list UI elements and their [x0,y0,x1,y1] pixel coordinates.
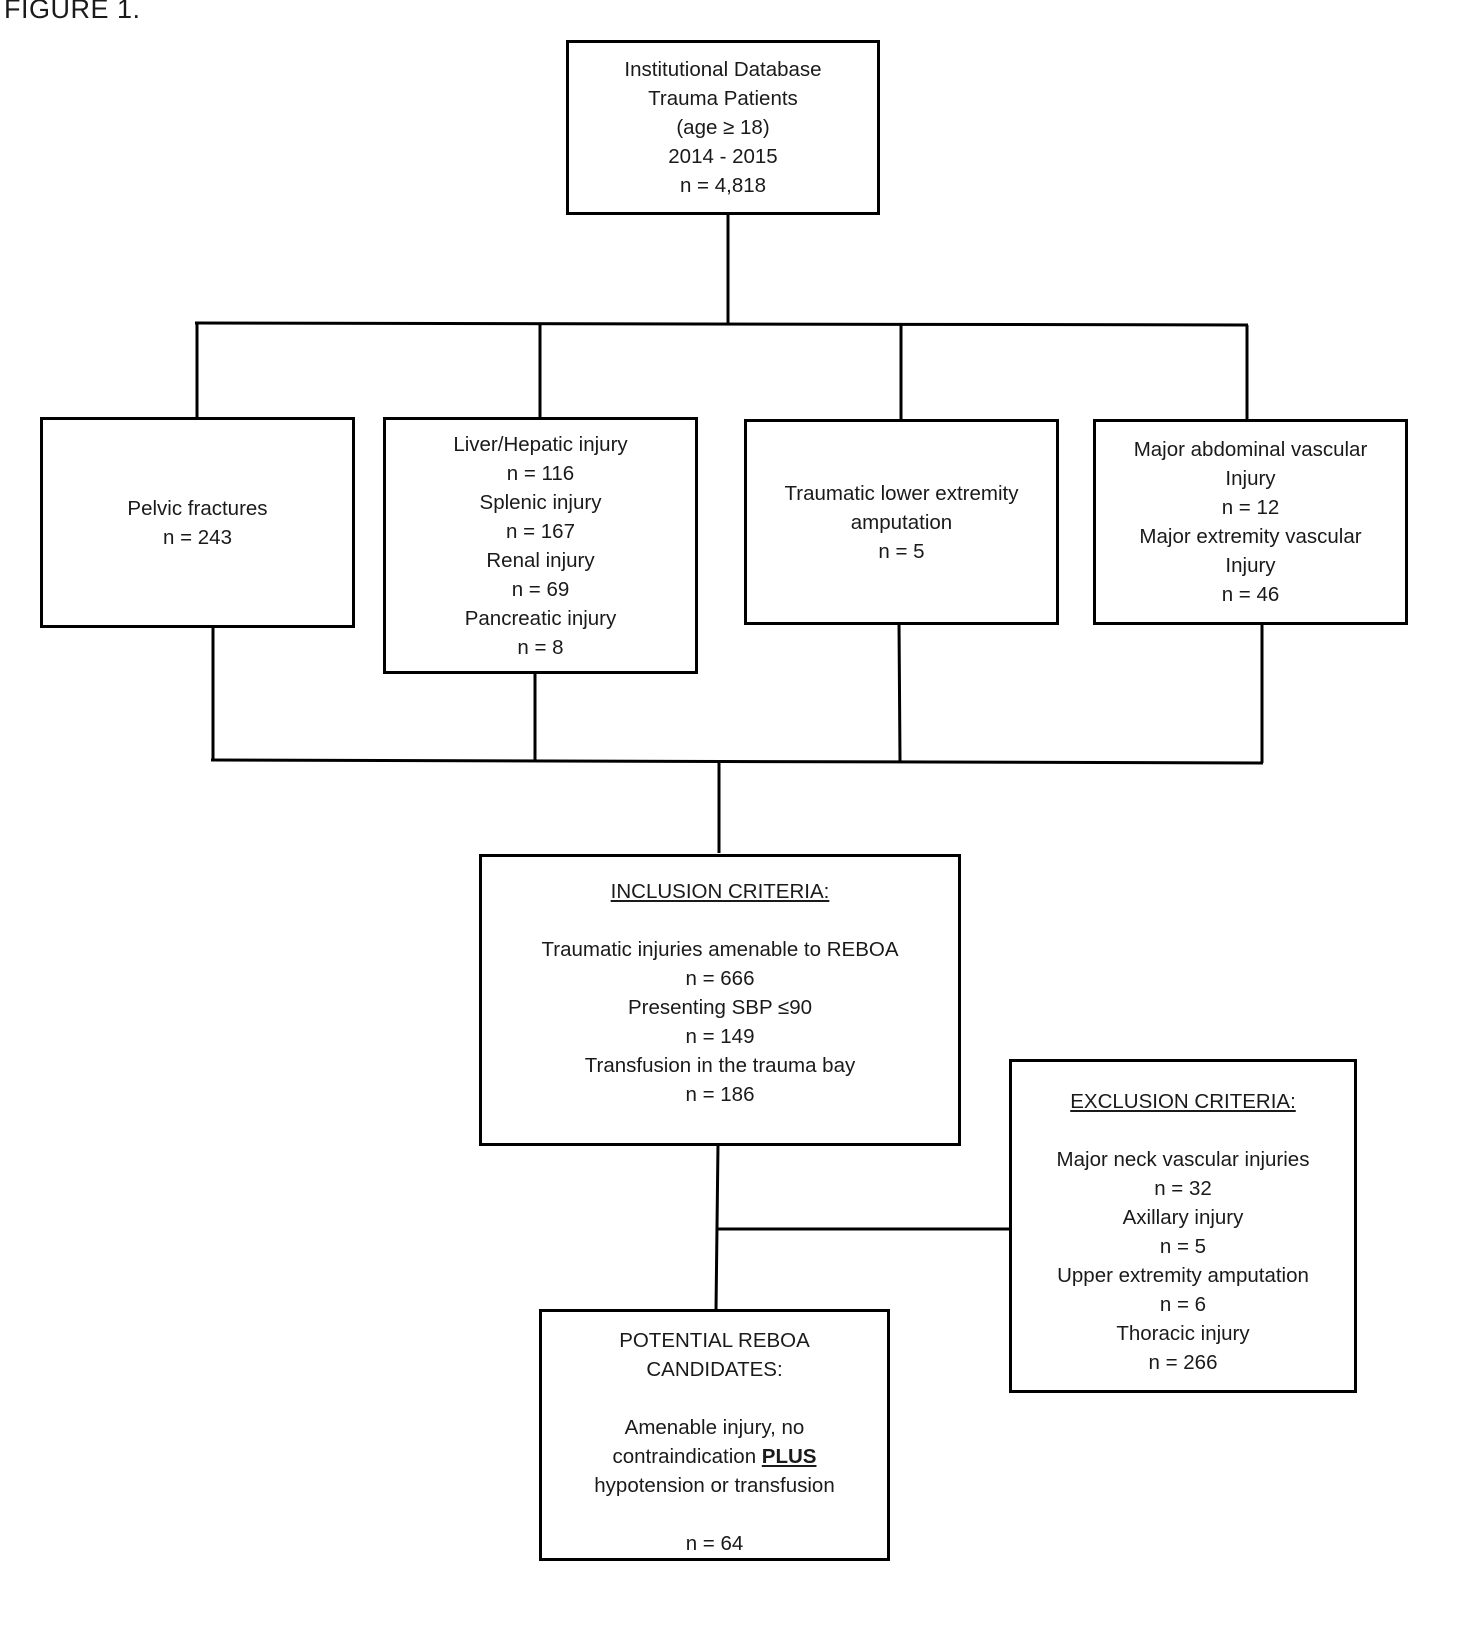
category-count: n = 5 [878,539,925,563]
plus-emphasis: PLUS [761,1445,817,1468]
inclusion-count: n = 666 [685,967,755,990]
candidates-box: POTENTIAL REBOA CANDIDATES: Amenable inj… [539,1309,890,1561]
source-line: 2014 - 2015 [668,145,778,168]
exclusion-box: EXCLUSION CRITERIA: Major neck vascular … [1009,1059,1357,1393]
exclusion-item: Thoracic injury [1116,1322,1250,1345]
candidates-description: Amenable injury, no [624,1416,805,1439]
exclusion-count: n = 5 [1159,1235,1207,1258]
category-label: Injury [1225,554,1276,577]
candidates-description: hypotension or transfusion [594,1474,835,1497]
source-box: Institutional Database Trauma Patients (… [566,40,880,215]
category-label: Traumatic lower extremity [784,481,1019,505]
connector-rise-amputation [897,621,902,762]
category-box-pelvic: Pelvic fractures n = 243 [40,417,355,628]
category-count: n = 46 [1221,583,1280,606]
category-label: Pancreatic injury [464,606,617,630]
category-count: n = 243 [163,525,232,549]
inclusion-item: Transfusion in the trauma bay [584,1054,856,1077]
category-label: Major extremity vascular [1139,525,1362,548]
candidates-description: contraindication PLUS [613,1442,817,1471]
source-count: n = 4,818 [679,174,767,197]
category-box-amputation: Traumatic lower extremity amputation n =… [744,419,1059,625]
source-line: Trauma Patients [648,87,798,110]
category-label: Pelvic fractures [127,496,268,520]
category-count: n = 167 [506,519,575,543]
category-label: Injury [1225,467,1276,490]
candidates-heading: CANDIDATES: [646,1358,783,1381]
category-count: n = 12 [1221,496,1280,519]
exclusion-item: Upper extremity amputation [1057,1264,1309,1287]
source-line: (age ≥ 18) [676,116,770,139]
exclusion-item: Axillary injury [1122,1206,1244,1229]
connector-merge-bar [210,758,1264,765]
inclusion-count: n = 186 [685,1083,755,1106]
category-label: Splenic injury [479,490,602,514]
candidates-heading: POTENTIAL REBOA [619,1329,810,1352]
category-box-vascular: Major abdominal vascular Injury n = 12 M… [1093,419,1408,625]
category-label: Major abdominal vascular [1133,438,1368,461]
exclusion-count: n = 32 [1154,1177,1212,1200]
category-count: n = 8 [517,635,564,659]
exclusion-count: n = 266 [1148,1351,1218,1374]
category-label: Renal injury [486,548,595,572]
inclusion-count: n = 149 [685,1025,755,1048]
category-box-organ: Liver/Hepatic injury n = 116 Splenic inj… [383,417,698,674]
category-count: n = 69 [511,577,570,601]
source-line: Institutional Database [624,58,822,81]
exclusion-count: n = 6 [1159,1293,1207,1316]
category-label: amputation [850,510,953,534]
figure-label: FIGURE 1. [4,0,141,24]
inclusion-item: Traumatic injuries amenable to REBOA [541,938,899,961]
category-label: Liver/Hepatic injury [453,432,628,456]
exclusion-heading: EXCLUSION CRITERIA: [1070,1090,1296,1113]
inclusion-box: INCLUSION CRITERIA: Traumatic injuries a… [479,854,961,1146]
inclusion-heading: INCLUSION CRITERIA: [610,880,830,903]
candidates-description-text: contraindication [612,1445,762,1468]
candidates-count: n = 64 [685,1532,744,1555]
connector-branch-bar [194,321,1249,327]
category-count: n = 116 [506,461,575,485]
exclusion-item: Major neck vascular injuries [1056,1148,1310,1171]
inclusion-item: Presenting SBP ≤90 [627,996,813,1019]
connector-inclusion-down [714,1143,720,1311]
